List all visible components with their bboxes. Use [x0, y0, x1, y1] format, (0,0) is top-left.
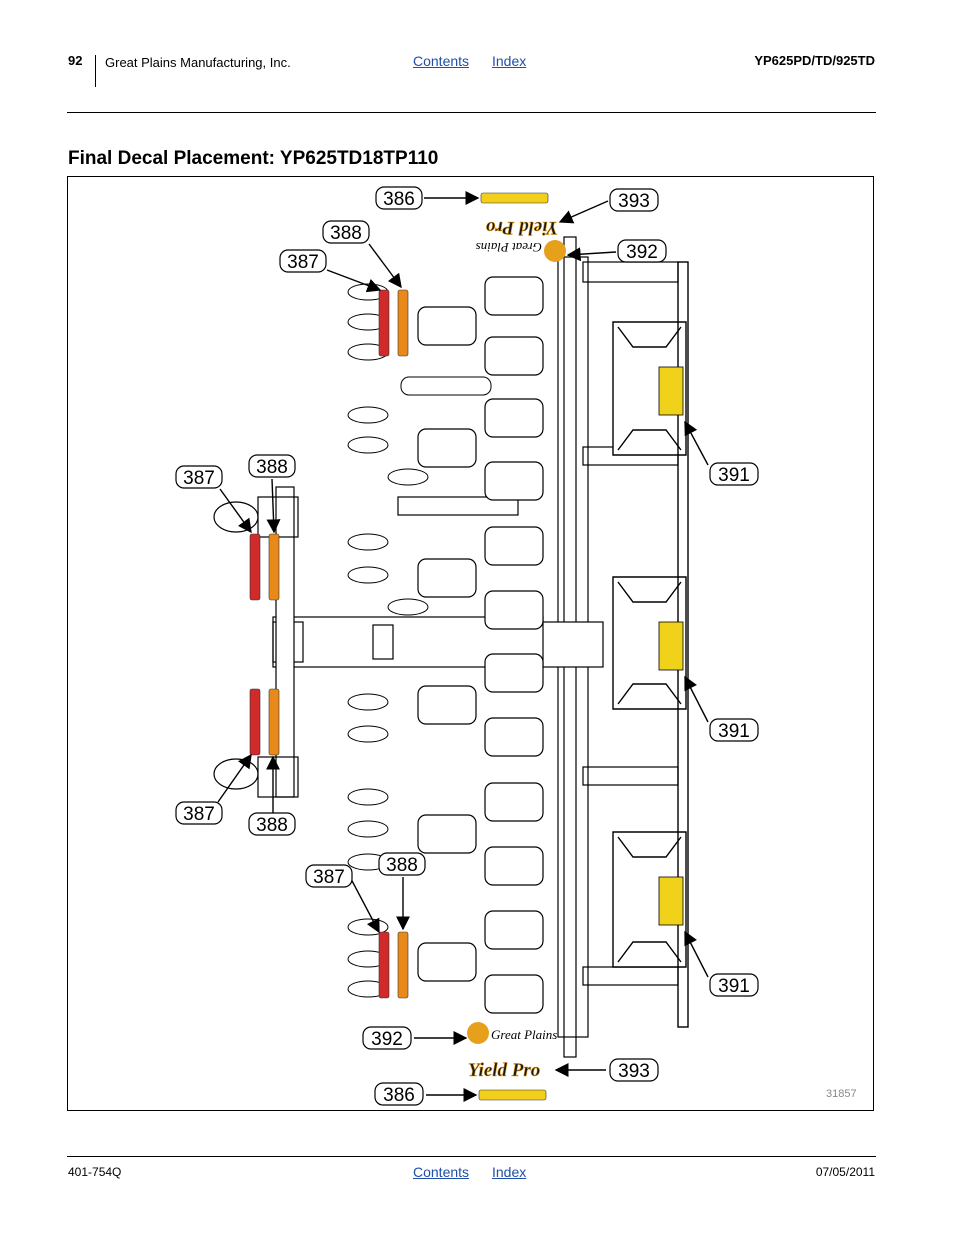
callouts [175, 186, 759, 1106]
callout-bubble [609, 188, 659, 212]
callout-386-bottom: 386 [383, 1085, 415, 1106]
callout-393-bottom: 393 [618, 1061, 650, 1082]
callout-391: 391 [718, 976, 750, 997]
callout-391: 391 [718, 721, 750, 742]
callout-bubble [374, 1082, 424, 1106]
callout-392-bottom: 392 [371, 1029, 403, 1050]
planter-frame [213, 236, 679, 1058]
row-units [417, 276, 544, 1014]
callout-bubble [375, 186, 423, 210]
page-number: 92 [68, 53, 83, 68]
callout-388: 388 [256, 457, 288, 478]
callout-387: 387 [183, 468, 215, 489]
figure-number: 31857 [826, 1088, 857, 1100]
callout-bubble [175, 465, 223, 489]
reflective-decals [249, 192, 549, 1101]
callout-392-top: 392 [626, 242, 658, 263]
callout-bubble [305, 864, 353, 888]
decal-placement-figure: Great Plains Yield Pro Yield Pro Great P… [67, 176, 874, 1111]
revision-date: 07/05/2011 [815, 1165, 875, 1179]
callout-bubble [709, 462, 759, 486]
warning-decals [658, 366, 684, 926]
header-rule [67, 112, 876, 113]
model-number: YP625PD/TD/925TD [754, 53, 875, 68]
doc-number: 401-754Q [68, 1165, 122, 1179]
callout-bubble [175, 801, 223, 825]
callout-bubble [362, 1026, 412, 1050]
callout-bubble [609, 1058, 659, 1082]
brand-logos: Great Plains Yield Pro Yield Pro Great P… [467, 217, 566, 1081]
footer-rule [67, 1156, 876, 1157]
callout-bubble [248, 812, 296, 836]
great-plains-logo-top: Great Plains [476, 240, 542, 255]
index-link-bottom[interactable]: Index [492, 1164, 527, 1180]
callout-387: 387 [313, 867, 345, 888]
callout-bubble [279, 249, 327, 273]
callout-bubble [709, 718, 759, 742]
callout-386-top: 386 [383, 189, 415, 210]
company-name: Great Plains Manufacturing, Inc. [105, 55, 291, 70]
great-plains-logo-bottom: Great Plains [491, 1027, 557, 1042]
callout-labels: 386 393 388 392 387 388 387 391 391 387 … [183, 189, 750, 1106]
contents-link-bottom[interactable]: Contents [413, 1164, 470, 1180]
header-divider [95, 55, 96, 87]
callout-bubble [709, 973, 759, 997]
yield-pro-logo-bottom: Yield Pro [468, 1060, 540, 1081]
callout-388: 388 [386, 855, 418, 876]
callout-387: 387 [183, 804, 215, 825]
page-title: Final Decal Placement: YP625TD18TP110 [68, 148, 439, 169]
callout-bubble [322, 220, 370, 244]
callout-bubble [248, 454, 296, 478]
callout-bubble [617, 239, 667, 263]
callout-bubble [378, 852, 426, 876]
callout-388: 388 [256, 815, 288, 836]
callout-391: 391 [718, 465, 750, 486]
leader-lines [217, 191, 709, 1102]
planter-diagram: Great Plains Yield Pro Yield Pro Great P… [175, 186, 857, 1106]
callout-393-top: 393 [618, 191, 650, 212]
seed-boxes [612, 261, 689, 1028]
index-link-top[interactable]: Index [492, 53, 527, 69]
yield-pro-logo-top: Yield Pro [486, 217, 558, 238]
contents-link-top[interactable]: Contents [413, 53, 470, 69]
callout-387: 387 [287, 252, 319, 273]
callout-388: 388 [330, 223, 362, 244]
